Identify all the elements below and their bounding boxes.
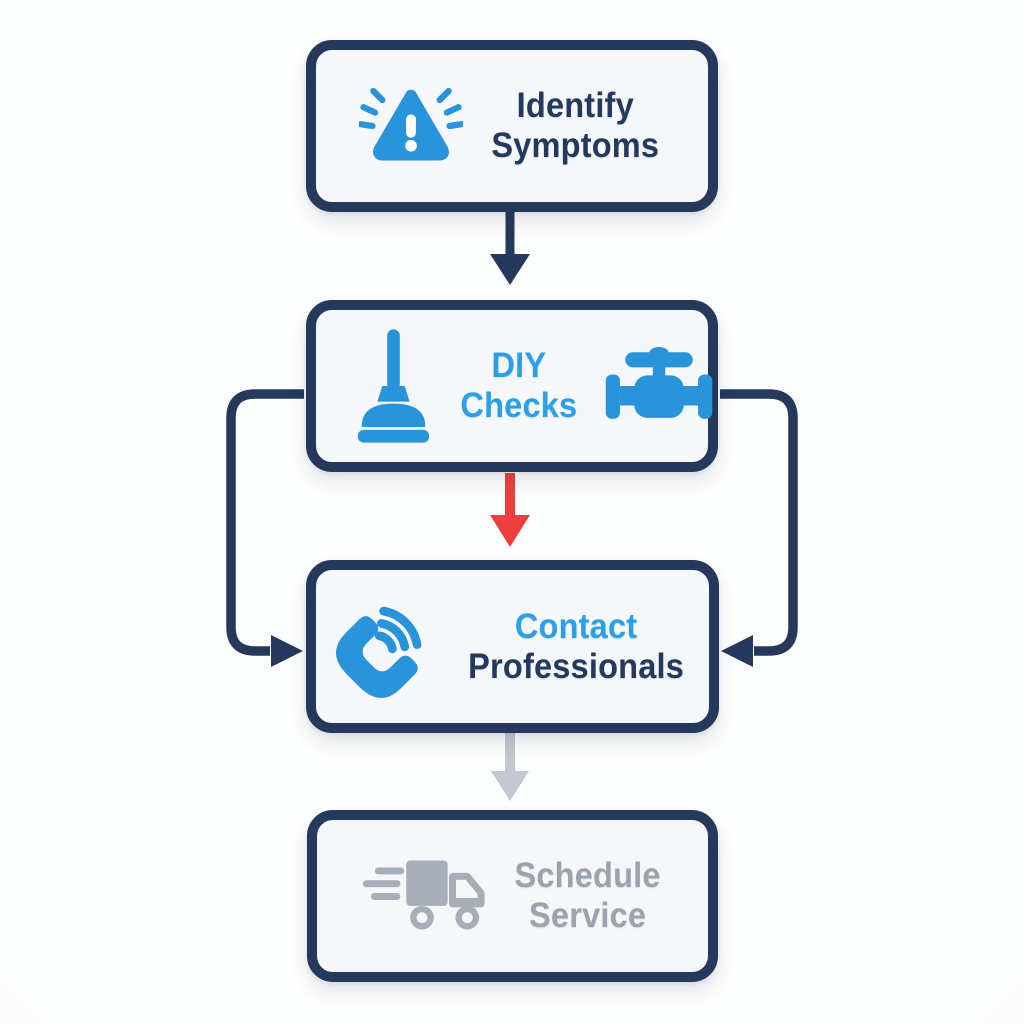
node-label-contact-professionals: Contact Professionals <box>469 607 685 687</box>
node-label-schedule-service: Schedule Service <box>514 856 660 936</box>
valve-icon <box>605 346 712 419</box>
plunger-icon <box>357 329 430 443</box>
node-contact-professionals: Contact Professionals <box>306 560 719 733</box>
node-schedule-service: Schedule Service <box>307 810 718 982</box>
label-line: Contact <box>515 606 638 646</box>
delivery-truck-icon <box>362 860 485 930</box>
node-diy-checks: DIY Checks <box>306 300 718 472</box>
arrow-identify-to-diy <box>490 211 530 285</box>
label-line: Checks <box>460 386 578 425</box>
label-line: Service <box>528 896 647 935</box>
node-label-identify-symptoms: Identify Symptoms <box>491 86 659 166</box>
label-line: Symptoms <box>491 126 659 165</box>
label-line: DIY <box>491 346 547 385</box>
phone-call-icon <box>336 606 422 698</box>
node-identify-symptoms: Identify Symptoms <box>306 40 718 212</box>
alert-triangle-icon <box>358 87 463 161</box>
node-label-diy-checks: DIY Checks <box>460 346 577 426</box>
label-line: Professionals <box>468 646 685 686</box>
elbow-right-diy-to-contact <box>720 389 798 667</box>
arrow-contact-to-schedule <box>491 732 529 801</box>
arrow-diy-to-contact <box>490 473 530 547</box>
label-line: Identify <box>516 86 634 125</box>
elbow-left-diy-to-contact <box>226 389 304 667</box>
label-line: Schedule <box>514 856 661 895</box>
